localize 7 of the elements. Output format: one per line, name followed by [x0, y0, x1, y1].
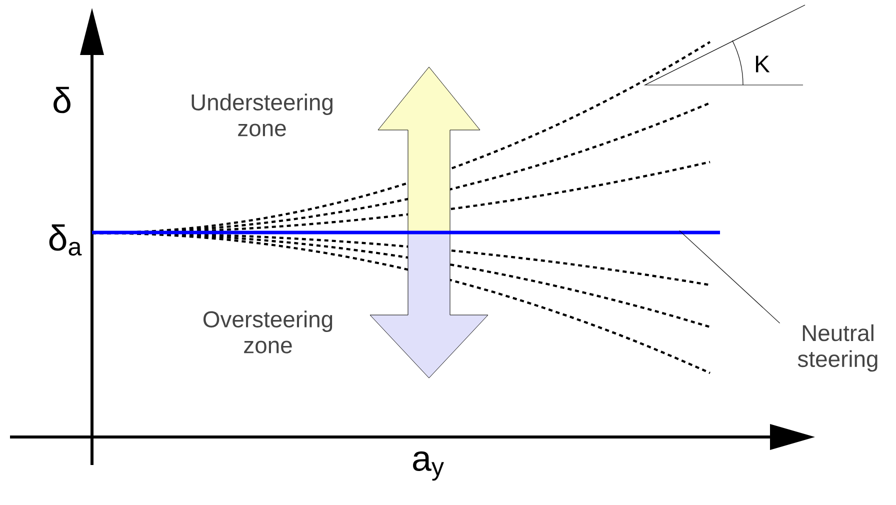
zone-label: Oversteering zone — [204, 310, 332, 354]
symbol-label: δ — [54, 86, 70, 114]
zone-label: Understeering zone — [192, 94, 332, 136]
axis-label: a$_{y}$ — [413, 451, 444, 481]
callout-text: Neutral steering — [798, 324, 878, 372]
angle-label: K — [756, 56, 770, 72]
leader-line — [679, 230, 780, 324]
